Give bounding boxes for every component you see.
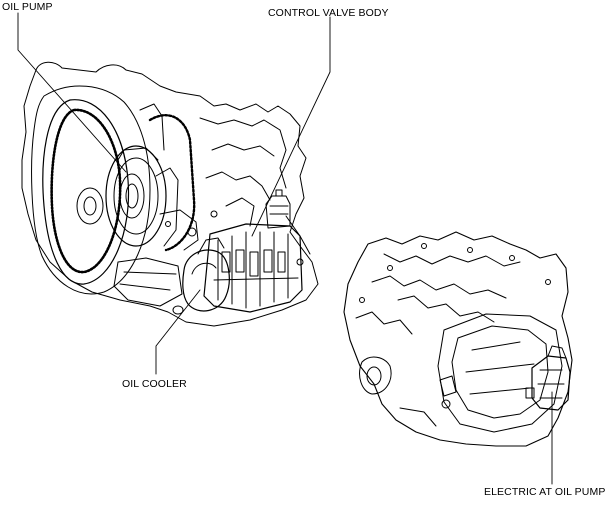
label-oil-cooler: OIL COOLER: [122, 378, 187, 390]
label-oil-pump: OIL PUMP: [2, 1, 53, 13]
leader-oil-pump: [18, 13, 126, 172]
oil-pump-body: [106, 146, 166, 246]
label-control-valve-body: CONTROL VALVE BODY: [268, 7, 389, 19]
leader-oil-cooler: [156, 290, 200, 374]
leader-control-valve-body: [252, 17, 330, 236]
ring-gear: [43, 100, 129, 284]
leader-lines: [18, 13, 552, 484]
electric-at-oil-pump: [526, 346, 570, 410]
control-valve-body: [204, 190, 302, 312]
oil-cooler: [173, 238, 229, 314]
drive-chain: [150, 115, 194, 250]
right-transmission: [344, 232, 572, 446]
label-electric-at-oil-pump: ELECTRIC AT OIL PUMP: [484, 486, 606, 498]
left-transmission: [22, 62, 318, 326]
